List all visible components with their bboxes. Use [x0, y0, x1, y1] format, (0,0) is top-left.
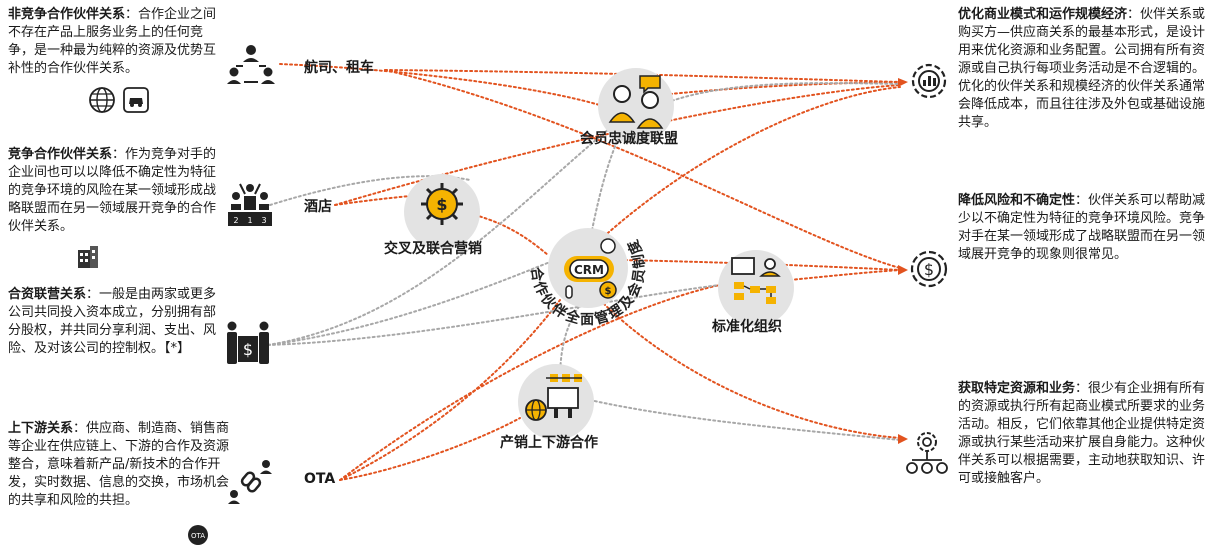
- line-gray-6: [639, 82, 901, 116]
- line-gray-3: [267, 119, 621, 346]
- gear-dollar-outline-icon: $: [910, 250, 948, 288]
- center-ring-text: 合作伙伴全面管理及会员制度: [527, 235, 648, 328]
- left-block-body: ：作为竞争对手的企业间也可以以降低不确定性为特征的竞争环境的风险在某一领域形成战…: [8, 147, 217, 234]
- example-airline-label: 航司、租车: [304, 60, 374, 76]
- line-ota-center: [339, 299, 561, 481]
- line-airline-right: [384, 69, 901, 83]
- right-block-optimize: 优化商业模式和运作规模经济：伙伴关系或购买方—供应商关系的最基本形式，是设计用来…: [958, 6, 1210, 132]
- cross-node-label: 交叉及联合营销: [384, 241, 482, 257]
- globe-icon: [89, 87, 115, 113]
- right-block-body: ：很少有企业拥有所有的资源或执行所有起商业模式所要求的业务活动。相反，它们依靠其…: [958, 381, 1206, 486]
- line-gray-7: [589, 399, 901, 441]
- arrow-right-1: [898, 78, 908, 87]
- svg-text:2: 2: [233, 216, 238, 225]
- left-block-title: 上下游关系: [8, 421, 74, 436]
- svg-text:合作伙伴全面管理及会员制度: 合作伙伴全面管理及会员制度: [527, 235, 648, 328]
- svg-text:3: 3: [261, 216, 266, 225]
- line-gray-5: [589, 114, 631, 241]
- left-block-title: 非竞争合作伙伴关系: [8, 7, 126, 22]
- line-gray-4: [267, 284, 721, 346]
- left-block-title: 竞争合作伙伴关系: [8, 147, 113, 162]
- svg-text:OTA: OTA: [191, 532, 205, 540]
- line-loyalty-right: [659, 81, 901, 96]
- right-block-risk: 降低风险和不确定性：伙伴关系可以帮助减少以不确定性为特征的竞争环境风险。竞争对手…: [958, 192, 1210, 264]
- car-icon: [123, 87, 149, 113]
- left-block-noncompetitive: 非竞争合作伙伴关系：合作企业之间不存在产品上服务业务上的任何竞争，是一种最为纯粹…: [8, 6, 226, 78]
- left-block-title: 合资联营关系: [8, 287, 87, 302]
- org-chart-icon: [731, 257, 781, 304]
- line-ota-supply: [339, 417, 521, 481]
- money-partners-icon: $: [227, 321, 269, 364]
- svg-text:$: $: [243, 340, 253, 359]
- svg-text:$: $: [605, 286, 612, 297]
- chain-people-icon: [228, 460, 272, 504]
- left-block-body: ：供应商、制造商、销售商等企业在供应链上、下游的合作及资源整合，意味着新产品/新…: [8, 421, 230, 508]
- left-block-body: ：合作企业之间不存在产品上服务业务上的任何竞争，是一种最为纯粹的资源及优势互补性…: [8, 7, 217, 76]
- svg-text:$: $: [924, 260, 934, 279]
- ring-text-path: 合作伙伴全面管理及会员制度: [527, 235, 646, 328]
- arrow-right-2: [898, 265, 908, 275]
- arrow-right-3: [898, 434, 908, 444]
- left-block-body: ：一般是由两家或更多公司共同投入资本成立，分别拥有部分股权，并共同分享利润、支出…: [8, 287, 217, 356]
- crm-icon: CRM $: [564, 238, 617, 299]
- line-std-right: [789, 269, 901, 281]
- factory-chain-icon: [525, 374, 582, 421]
- left-block-competitive: 竞争合作伙伴关系：作为竞争对手的企业间也可以以降低不确定性为特征的竞争环境的风险…: [8, 146, 226, 236]
- line-gray-1: [269, 175, 471, 206]
- loyalty-node-circle: [598, 68, 674, 144]
- network-people-icon: [227, 45, 275, 84]
- loyalty-people-icon: [608, 75, 664, 129]
- line-cross-center: [474, 214, 549, 256]
- left-block-jointventure: 合资联营关系：一般是由两家或更多公司共同投入资本成立，分别拥有部分股权，并共同分…: [8, 286, 226, 358]
- example-ota-label: OTA: [304, 471, 336, 487]
- gear-chart-icon: [911, 63, 947, 99]
- building-icon: [78, 246, 98, 268]
- gear-dollar-icon: $: [421, 183, 463, 225]
- svg-text:1: 1: [247, 216, 252, 225]
- podium-icon: 2 1 3: [228, 183, 272, 226]
- line-hotel-cross: [334, 195, 411, 206]
- line-center-right1: [599, 86, 901, 241]
- right-block-body: ：伙伴关系或购买方—供应商关系的最基本形式，是设计用来优化资源和业务配置。公司拥…: [958, 7, 1206, 130]
- right-block-title: 获取特定资源和业务: [958, 381, 1076, 396]
- svg-text:$: $: [436, 195, 447, 214]
- line-airline-loyalty: [279, 63, 616, 111]
- ota-globe-icon: OTA: [188, 525, 208, 545]
- line-airline-risk: [384, 69, 901, 269]
- right-block-body: ：伙伴关系可以帮助减少以不确定性为特征的竞争环境风险。竞争对手在某一领域形成了战…: [958, 193, 1206, 262]
- supply-node-label: 产销上下游合作: [500, 435, 598, 451]
- crm-text: CRM: [574, 263, 604, 277]
- right-block-resources: 获取特定资源和业务：很少有企业拥有所有的资源或执行所有起商业模式所要求的业务活动…: [958, 380, 1210, 488]
- left-block-supplychain: 上下游关系：供应商、制造商、销售商等企业在供应链上、下游的合作及资源整合，意味着…: [8, 420, 234, 510]
- line-gray-2: [267, 261, 551, 346]
- standard-node-label: 标准化组织: [712, 319, 782, 335]
- right-block-title: 优化商业模式和运作规模经济: [958, 7, 1128, 22]
- example-hotel-label: 酒店: [304, 199, 332, 215]
- gear-network-icon: [906, 432, 948, 474]
- loyalty-node-label: 会员忠诚度联盟: [580, 131, 678, 147]
- line-center-right3: [599, 299, 901, 439]
- right-block-title: 降低风险和不确定性: [958, 193, 1076, 208]
